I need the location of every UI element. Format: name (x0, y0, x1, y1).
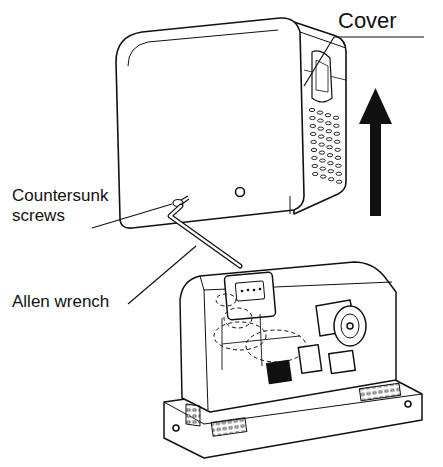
motor-end (341, 314, 359, 338)
vent-slot (326, 122, 332, 125)
vent-slot (319, 151, 325, 154)
vent-slot (328, 162, 334, 165)
cover-shell (116, 18, 346, 228)
motor-shaft (347, 323, 353, 329)
vent-slots (309, 108, 342, 183)
vent-slot (309, 108, 315, 111)
vent-slot (312, 156, 318, 159)
part-label: Allen wrench (12, 292, 142, 312)
vent-slot (326, 138, 332, 141)
motor-housing (334, 306, 366, 346)
part-label: Countersunk screws (12, 186, 130, 227)
vent-slot (318, 127, 324, 130)
vent-slot (325, 114, 331, 117)
hidden-gears (246, 330, 306, 362)
cover-edge (300, 32, 346, 48)
vent-slot (335, 148, 341, 151)
lift-arrow (359, 88, 392, 216)
vent-slot (320, 167, 326, 170)
vent-slot (311, 148, 317, 151)
wrench-fill (170, 206, 240, 266)
vent-slot (312, 164, 318, 167)
vent-slot (317, 111, 323, 114)
label-plate (359, 383, 400, 400)
vent-slot (320, 175, 326, 178)
vent-slot (320, 159, 326, 162)
vent-slot (318, 135, 324, 138)
vent-slot (334, 132, 340, 135)
switch-block (298, 345, 321, 374)
leader-lines (92, 37, 424, 304)
vent-slot (318, 119, 324, 122)
cover-leader (304, 37, 424, 86)
vent-slot (310, 132, 316, 135)
vent-slot (327, 154, 333, 157)
vent-slot (327, 146, 333, 149)
cover-window (312, 51, 332, 102)
vent-slot (328, 178, 334, 181)
screw-shank (181, 196, 189, 204)
vent-slot (312, 172, 318, 175)
vent-slot (310, 124, 316, 127)
mount-hole (173, 425, 179, 431)
vent-slot (319, 143, 325, 146)
vent-slot (336, 180, 342, 183)
terminal-block (267, 361, 292, 384)
capacitor (329, 350, 356, 373)
vent-slot (328, 170, 334, 173)
base-edge (204, 290, 208, 410)
vent-slot (310, 116, 316, 119)
hidden-gears (216, 294, 236, 306)
cable-gland (186, 404, 200, 426)
vent-slot (336, 172, 342, 175)
vent-slot (333, 116, 339, 119)
control-panel (224, 272, 276, 320)
vent-slot (334, 140, 340, 143)
vent-slot (326, 130, 332, 133)
hidden-gears (214, 322, 266, 350)
connector-pins (241, 290, 244, 293)
vent-slot (311, 140, 317, 143)
hidden-gears (224, 308, 252, 328)
allen-wrench (170, 206, 240, 266)
part-label: Cover (338, 8, 428, 34)
base-unit (164, 262, 422, 458)
vent-slot (335, 156, 341, 159)
hidden-gears (214, 294, 306, 362)
cover-edge (290, 196, 291, 214)
connector-pins (247, 289, 250, 292)
cover-front (116, 18, 304, 228)
label-plate (211, 418, 247, 437)
wrench-outline (170, 206, 240, 266)
arrow-head (359, 88, 392, 124)
vent-slot (336, 164, 342, 167)
cover-edge (128, 30, 278, 66)
connector-pins (241, 288, 262, 293)
connector-pins (253, 289, 256, 292)
arrow-shaft (370, 122, 381, 216)
screw-leader (92, 204, 172, 228)
screw-hole (236, 188, 245, 197)
connector-pins (259, 288, 262, 291)
vent-slot (334, 124, 340, 127)
cover-window (316, 60, 328, 92)
mount-hole (405, 401, 411, 407)
connector (235, 281, 264, 301)
